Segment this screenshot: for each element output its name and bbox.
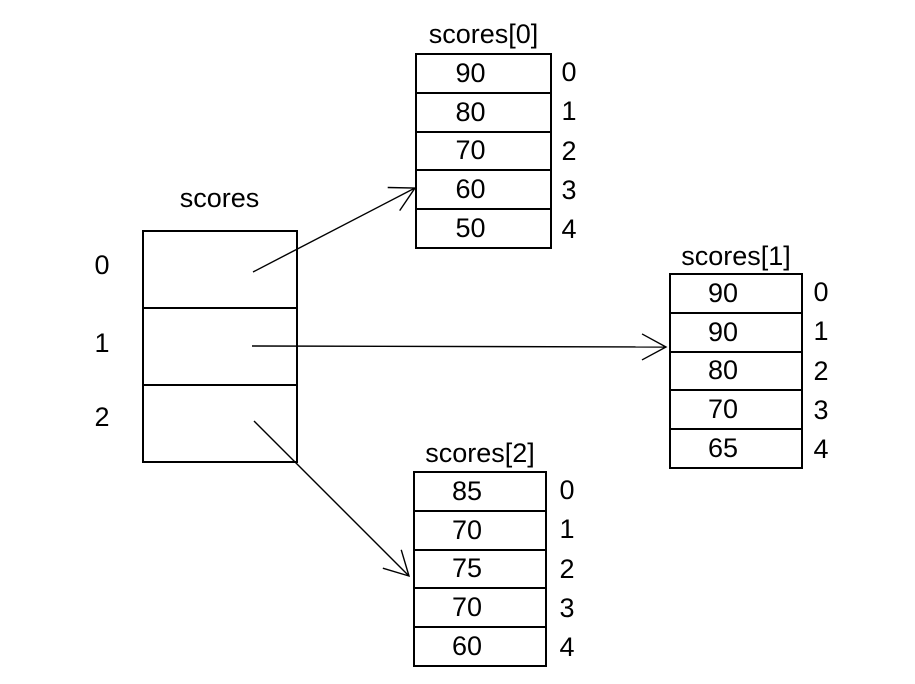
- table-0-index-3: 3: [561, 174, 577, 205]
- table-2-cell-1: 70: [415, 512, 545, 551]
- table-1-index-1: 1: [813, 316, 829, 347]
- table-2-cell-0: 85: [415, 473, 545, 512]
- table-2-index-2: 2: [559, 553, 575, 584]
- table-0-cell-4: 50: [455, 213, 486, 244]
- table-0-index-column: 0 1 2 3 4: [556, 53, 582, 249]
- table-1-cell-0: 90: [671, 275, 801, 314]
- table-1-title: scores[1]: [681, 241, 791, 271]
- table-1-index-3: 3: [813, 394, 829, 425]
- table-1-cell-1: 90: [671, 314, 801, 353]
- main-array-title: scores: [179, 183, 260, 213]
- arrow-to-scores1: [251, 333, 668, 361]
- table-2-title: scores[2]: [425, 438, 535, 468]
- main-array-box: [142, 230, 298, 463]
- table-0-cell-2: 70: [417, 133, 550, 172]
- table-2-index-0: 0: [559, 475, 575, 506]
- table-0-index-1: 1: [561, 96, 577, 127]
- main-array-index-2: 2: [94, 402, 110, 432]
- table-2-index-1: 1: [559, 514, 575, 545]
- table-1: 90 90 80 70 65: [669, 273, 803, 469]
- pointer-slot-2: [144, 386, 296, 461]
- table-1-index-column: 0 1 2 3 4: [808, 273, 834, 469]
- table-0-index-0: 0: [561, 57, 577, 88]
- table-2-index-3: 3: [559, 592, 575, 623]
- table-1-cell-4: 65: [707, 433, 739, 464]
- pointer-slot-0: [144, 232, 296, 309]
- table-2-cell-4: 60: [451, 631, 483, 662]
- table-0-cell-3: 60: [417, 171, 550, 211]
- table-2-cell-3: 70: [415, 589, 545, 629]
- table-2: 85 70 75 70 60: [413, 471, 547, 667]
- table-2-index-4: 4: [559, 631, 575, 662]
- table-1-cell-3: 70: [671, 391, 801, 431]
- table-1-index-2: 2: [813, 355, 829, 386]
- table-0-cell-0: 90: [417, 55, 550, 94]
- main-array-index-1: 1: [94, 328, 110, 358]
- table-1-index-4: 4: [813, 433, 829, 464]
- table-1-cell-2: 80: [671, 353, 801, 392]
- table-0: 90 80 70 60 50: [415, 53, 552, 249]
- table-2-cell-2: 75: [415, 551, 545, 590]
- main-array-index-0: 0: [94, 250, 110, 280]
- table-0-index-4: 4: [561, 213, 577, 244]
- table-0-cell-1: 80: [417, 94, 550, 133]
- table-1-index-0: 0: [813, 277, 829, 308]
- table-0-index-2: 2: [561, 135, 577, 166]
- pointer-slot-1: [144, 309, 296, 386]
- table-0-title: scores[0]: [428, 19, 539, 49]
- table-2-index-column: 0 1 2 3 4: [554, 471, 580, 667]
